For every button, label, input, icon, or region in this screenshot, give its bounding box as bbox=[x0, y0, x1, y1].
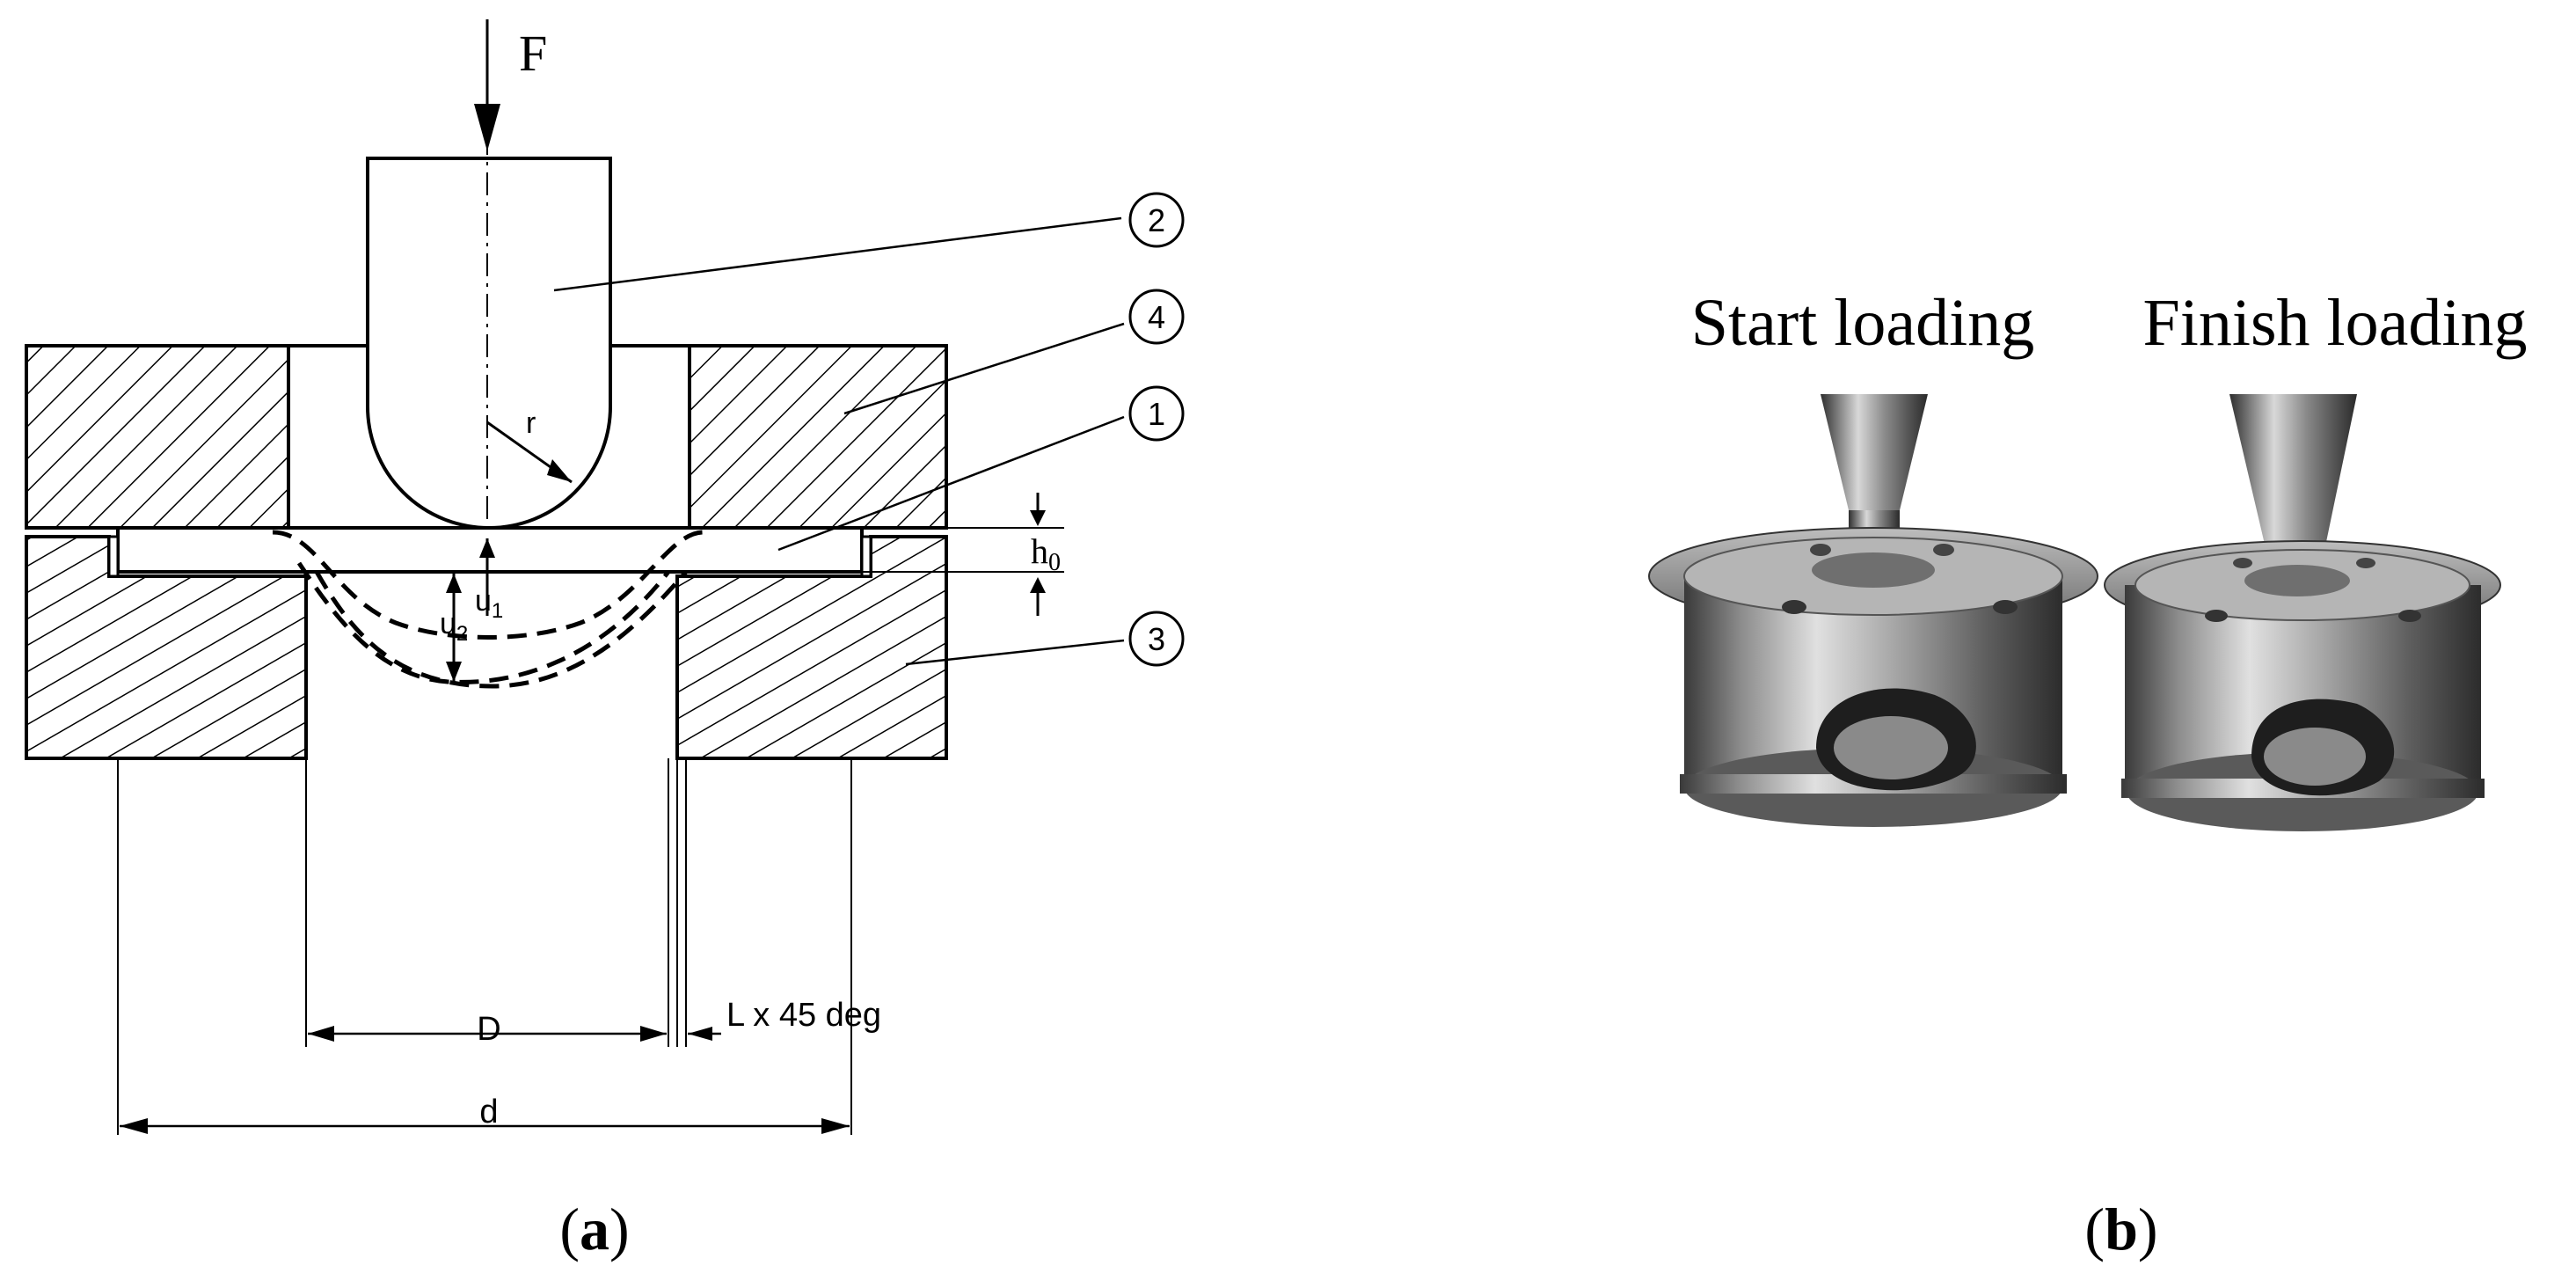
h0-arrowhead-bottom bbox=[1030, 577, 1046, 593]
panel-b-photo: Start loading Finish loading bbox=[1648, 286, 2528, 1262]
u1-arrowhead bbox=[479, 538, 495, 558]
fixture-start-loading bbox=[1648, 394, 2098, 827]
part-label-3: 3 bbox=[1128, 611, 1185, 667]
deformed-profile-2 bbox=[296, 561, 670, 684]
u2-arrowhead-top bbox=[446, 574, 462, 593]
punch-part bbox=[366, 157, 612, 530]
chamfer-arrowhead bbox=[688, 1027, 712, 1041]
leader-part-4 bbox=[843, 322, 1125, 415]
fixture-finish-loading bbox=[2104, 394, 2501, 831]
d-label: d bbox=[479, 1094, 498, 1130]
deformed-profile-3 bbox=[314, 570, 688, 689]
panel-a-schematic: F r u1 bbox=[25, 19, 1185, 1262]
D-arrowhead-right bbox=[640, 1026, 667, 1042]
force-arrow bbox=[474, 19, 500, 151]
leader-part-2 bbox=[553, 216, 1122, 292]
force-label: F bbox=[519, 25, 547, 82]
part-label-4: 4 bbox=[1128, 289, 1185, 345]
start-loading-label: Start loading bbox=[1691, 286, 2035, 360]
radius-label: r bbox=[526, 406, 536, 440]
h0-arrowhead-top bbox=[1030, 510, 1046, 526]
h0-label: h0 bbox=[1031, 531, 1061, 576]
u2-arrowhead-bottom bbox=[446, 662, 462, 682]
svg-text:3: 3 bbox=[1148, 621, 1165, 657]
D-arrowhead-left bbox=[308, 1026, 334, 1042]
part-label-1: 1 bbox=[1128, 385, 1185, 442]
leader-part-3 bbox=[905, 639, 1125, 666]
svg-text:2: 2 bbox=[1148, 202, 1165, 238]
u2-label: u2 bbox=[440, 607, 468, 646]
caption-a: (a) bbox=[559, 1196, 629, 1262]
finish-loading-label: Finish loading bbox=[2142, 286, 2527, 360]
part-label-2: 2 bbox=[1128, 192, 1185, 248]
radius-arrowhead bbox=[547, 459, 572, 482]
upper-die-holder bbox=[25, 344, 948, 530]
leader-part-1 bbox=[777, 415, 1125, 552]
svg-text:1: 1 bbox=[1148, 396, 1165, 432]
svg-text:4: 4 bbox=[1148, 299, 1165, 335]
D-label: D bbox=[477, 1011, 500, 1048]
d-arrowhead-right bbox=[821, 1118, 850, 1134]
caption-b: (b) bbox=[2084, 1196, 2157, 1262]
lower-die bbox=[25, 535, 948, 760]
deformed-profile-1 bbox=[272, 530, 704, 640]
d-arrowhead-left bbox=[120, 1118, 148, 1134]
u1-label: u1 bbox=[475, 584, 503, 623]
chamfer-label: L x 45 deg bbox=[726, 997, 881, 1034]
